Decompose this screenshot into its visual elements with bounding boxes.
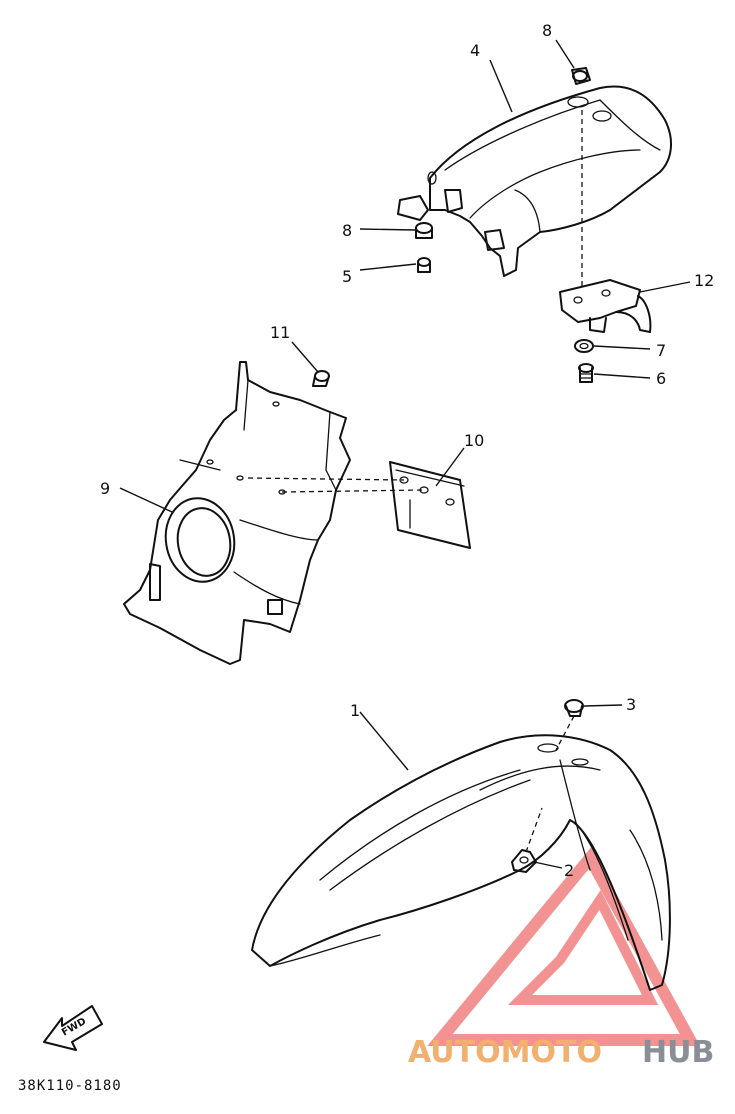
part-1-front-fender <box>251 734 671 991</box>
part-11-bolt <box>312 370 330 387</box>
callout-5: 5 <box>342 267 352 286</box>
callout-10: 10 <box>464 431 484 450</box>
part-10-plate <box>389 461 471 549</box>
assembly-dashed-line-2 <box>247 477 405 481</box>
part-4-cover <box>397 85 672 277</box>
callout-11: 11 <box>270 323 290 342</box>
callout-7: 7 <box>656 341 666 360</box>
callout-6: 6 <box>656 369 666 388</box>
callout-12: 12 <box>694 271 714 290</box>
assembly-dashed-line-5 <box>525 807 543 853</box>
watermark-logo-triangle <box>427 847 701 1046</box>
callout-2: 2 <box>564 861 574 880</box>
callout-3: 3 <box>626 695 636 714</box>
part-8-collar-top <box>571 67 591 85</box>
part-8-collar-left <box>415 222 433 239</box>
watermark-text-automoto: AUTOMOTO <box>408 1035 602 1070</box>
fwd-arrow-icon: FWD <box>43 1005 103 1051</box>
callout-9: 9 <box>100 479 110 498</box>
watermark: AUTOMOTO HUB <box>408 1035 714 1070</box>
callout-8-top: 8 <box>542 21 552 40</box>
callout-1: 1 <box>350 701 360 720</box>
part-5-bolt <box>417 257 431 273</box>
part-3-grommet <box>564 699 584 717</box>
leader-lines <box>119 39 691 869</box>
watermark-text-hub: HUB <box>642 1035 714 1070</box>
callout-8-left: 8 <box>342 221 352 240</box>
part-7-washer <box>574 339 594 353</box>
assembly-dashed-line-3 <box>281 489 425 493</box>
diagram-code: 38K110-8180 <box>18 1078 122 1094</box>
part-6-bolt <box>578 363 594 383</box>
part-12-bracket <box>559 279 652 333</box>
part-9-headlight-panel <box>123 361 351 665</box>
callout-4: 4 <box>470 41 480 60</box>
assembly-dashed-line-4 <box>555 715 575 751</box>
